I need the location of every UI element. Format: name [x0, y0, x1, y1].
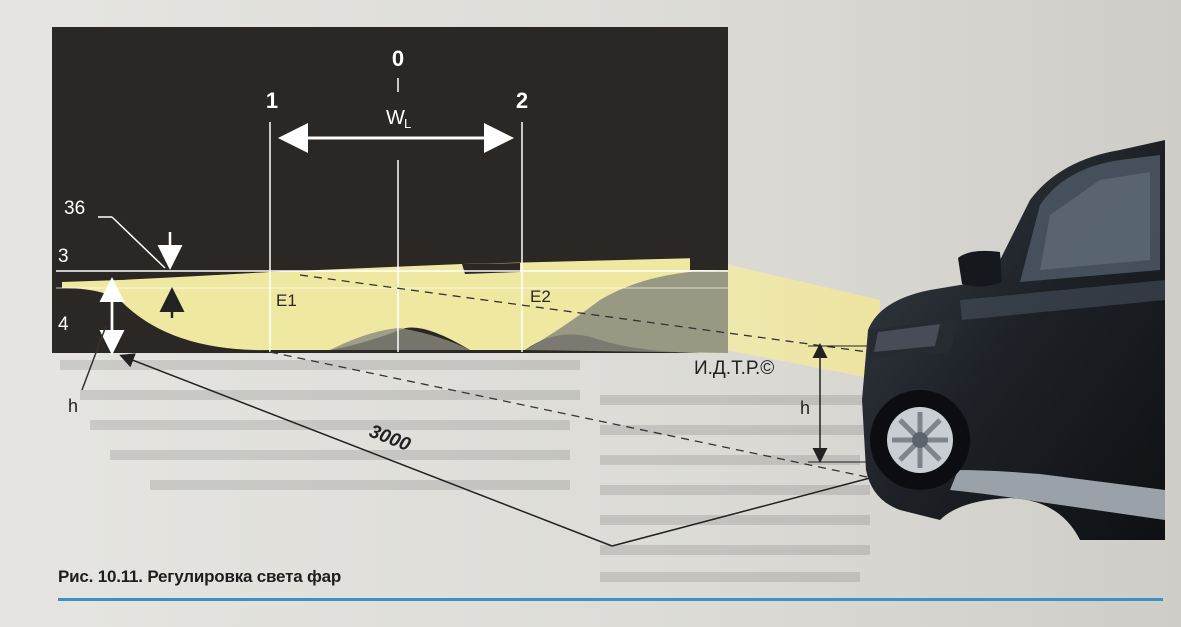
side-step	[950, 470, 1165, 520]
label-line-0: 0	[392, 46, 404, 71]
body-reflection	[960, 280, 1165, 320]
label-level-4: 4	[58, 314, 69, 335]
height-leader-left	[81, 325, 107, 391]
label-offset-36: 36	[64, 198, 85, 219]
watermark-text: И.Д.Т.Р.©	[694, 358, 774, 379]
side-mirror	[958, 250, 1002, 287]
distance-baseline	[611, 477, 871, 547]
label-level-3: 3	[58, 246, 69, 267]
window-reflection	[1040, 172, 1150, 270]
label-width-symbol: W	[386, 107, 405, 129]
light-beam-cone	[700, 258, 880, 380]
car-illustration	[862, 140, 1165, 540]
center-beam-shadow	[330, 328, 470, 350]
wheel-hub	[912, 432, 928, 448]
headlamp-lens	[874, 324, 940, 352]
label-point-e2: E2	[530, 287, 551, 306]
label-line-2: 2	[516, 88, 528, 113]
bleed-through-text	[60, 360, 870, 582]
right-cutoff-step	[690, 258, 728, 270]
ground-projection-line	[269, 351, 873, 479]
label-line-1: 1	[266, 88, 278, 113]
offset-leader	[111, 216, 166, 269]
caption-rule	[58, 598, 1163, 601]
distance-arrow	[119, 353, 613, 547]
label-width-subscript: L	[404, 116, 411, 131]
figure-caption: Рис. 10.11. Регулировка света фар	[58, 567, 342, 586]
label-point-e1: E1	[276, 291, 297, 310]
labels: 0 1 2 W L 36 3 4 E1 E2 h h 3000 И.Д.Т.Р.…	[58, 46, 810, 456]
label-height-right: h	[800, 398, 810, 418]
label-height-left: h	[68, 396, 78, 416]
headlamp-projection-line	[299, 274, 869, 353]
right-beam-shadow	[525, 270, 728, 353]
